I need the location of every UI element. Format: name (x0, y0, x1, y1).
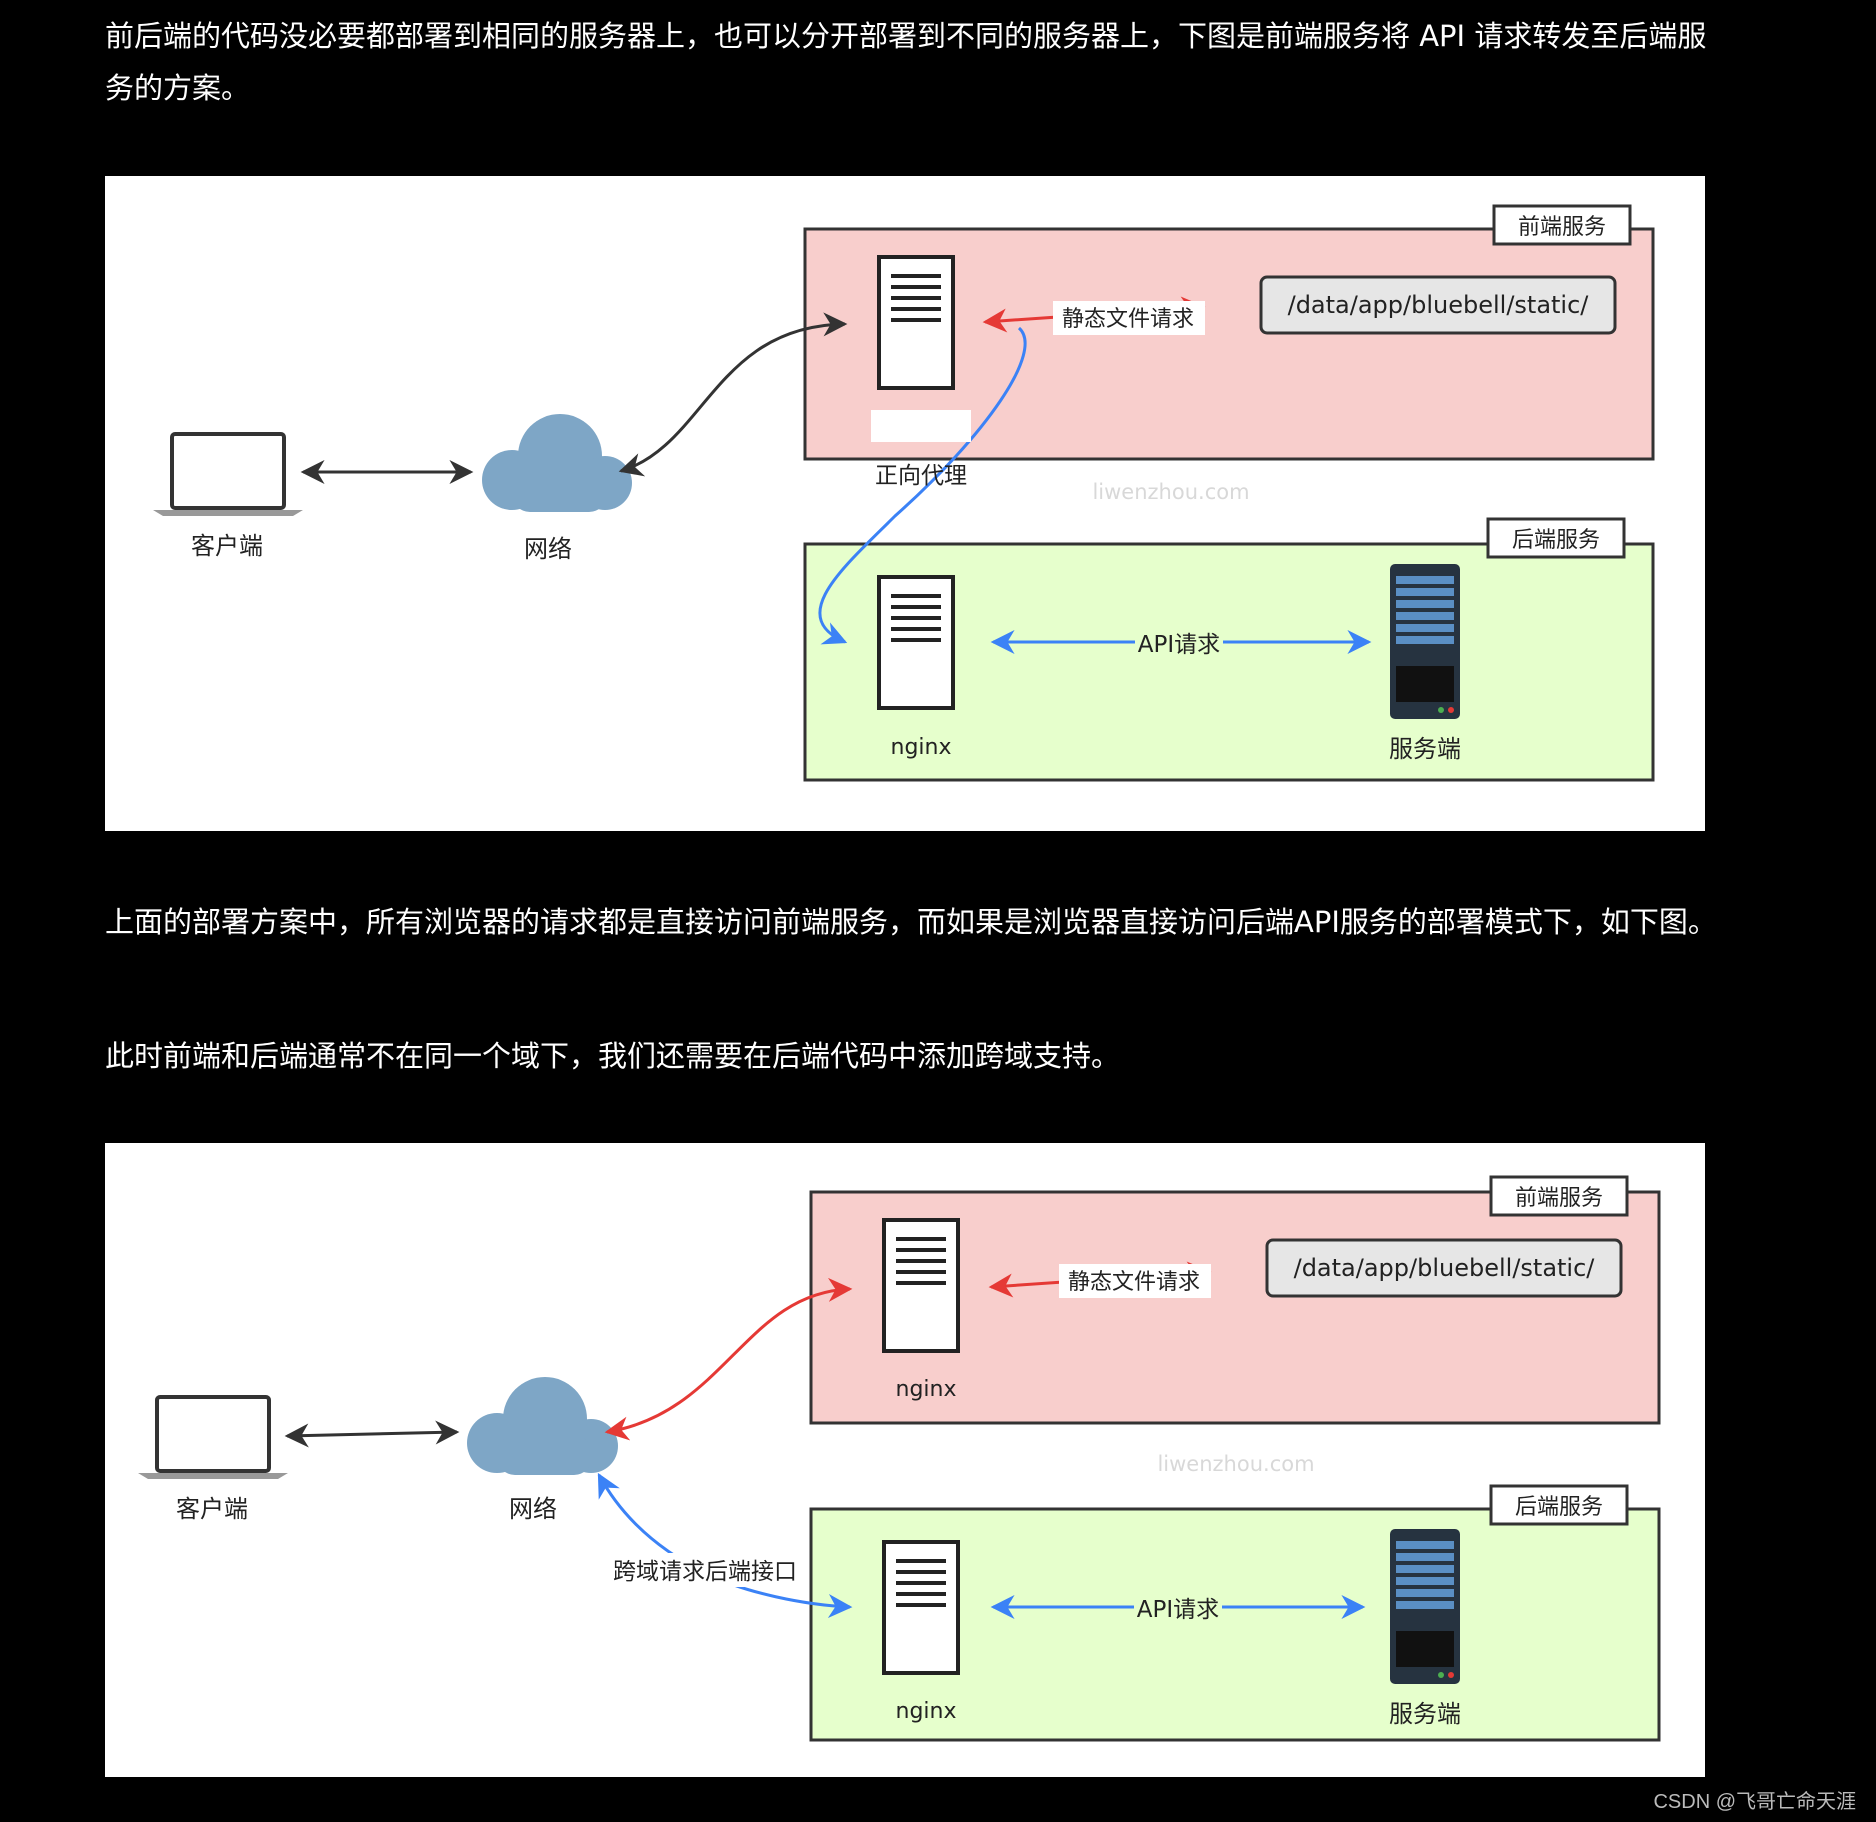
frontend-service-label: 前端服务 (1515, 1186, 1603, 1211)
paragraph-intro: 前后端的代码没必要都部署到相同的服务器上，也可以分开部署到不同的服务器上，下图是… (105, 19, 1707, 105)
nginx-backend-label: nginx (891, 735, 952, 760)
csdn-watermark: CSDN @飞哥亡命天涯 (1653, 1791, 1856, 1813)
server-rack-icon (1390, 564, 1460, 719)
watermark: liwenzhou.com (1092, 480, 1249, 504)
diagram-proxy: 前端服务 后端服务 客户端 网络 nginx 静态文件请求 /data/app/… (105, 176, 1705, 831)
nginx-backend-icon (877, 575, 955, 710)
client-label: 客户端 (191, 532, 263, 560)
static-path-label: /data/app/bluebell/static/ (1288, 291, 1590, 319)
nginx-backend-label: nginx (896, 1699, 957, 1724)
static-request-label: 静态文件请求 (1062, 307, 1194, 332)
server-rack-icon (1390, 1529, 1460, 1684)
paragraph-direct-access: 上面的部署方案中，所有浏览器的请求都是直接访问前端服务，而如果是浏览器直接访问后… (105, 905, 1717, 939)
paragraph-cors: 此时前端和后端通常不在同一个域下，我们还需要在后端代码中添加跨域支持。 (105, 1039, 1121, 1073)
cors-request-label: 跨域请求后端接口 (613, 1559, 797, 1585)
client-label: 客户端 (176, 1495, 248, 1523)
forward-proxy-label: 正向代理 (875, 463, 967, 489)
server-label: 服务端 (1389, 735, 1461, 763)
network-label: 网络 (509, 1495, 557, 1523)
network-frontend-arrow (604, 1277, 853, 1441)
frontend-service-label: 前端服务 (1518, 215, 1606, 240)
api-request-label: API请求 (1138, 632, 1220, 658)
static-path-label: /data/app/bluebell/static/ (1294, 1254, 1596, 1282)
cloud-icon (467, 1377, 618, 1475)
backend-service-label: 后端服务 (1512, 528, 1600, 553)
static-path-box (1259, 275, 1617, 335)
nginx-server-icon (882, 1218, 960, 1353)
nginx-server-icon (877, 255, 955, 390)
backend-service-label: 后端服务 (1515, 1495, 1603, 1520)
server-label: 服务端 (1389, 1700, 1461, 1728)
nginx-frontend-label: nginx (896, 1377, 957, 1402)
nginx-backend-icon (882, 1540, 960, 1675)
laptop-icon (138, 1395, 288, 1479)
api-request-label: API请求 (1137, 1597, 1219, 1623)
forward-proxy-arrow (818, 326, 1027, 645)
watermark: liwenzhou.com (1157, 1452, 1314, 1476)
static-path-box (1265, 1238, 1623, 1298)
network-frontend-arrow (618, 312, 848, 477)
client-network-arrow (284, 1420, 460, 1448)
cloud-icon (482, 414, 632, 512)
diagram-direct: 前端服务 后端服务 客户端 网络 nginx 静态文件请求 /data/app/… (105, 1143, 1705, 1777)
static-request-label: 静态文件请求 (1068, 1270, 1200, 1295)
laptop-icon (153, 432, 303, 516)
network-label: 网络 (524, 535, 572, 563)
